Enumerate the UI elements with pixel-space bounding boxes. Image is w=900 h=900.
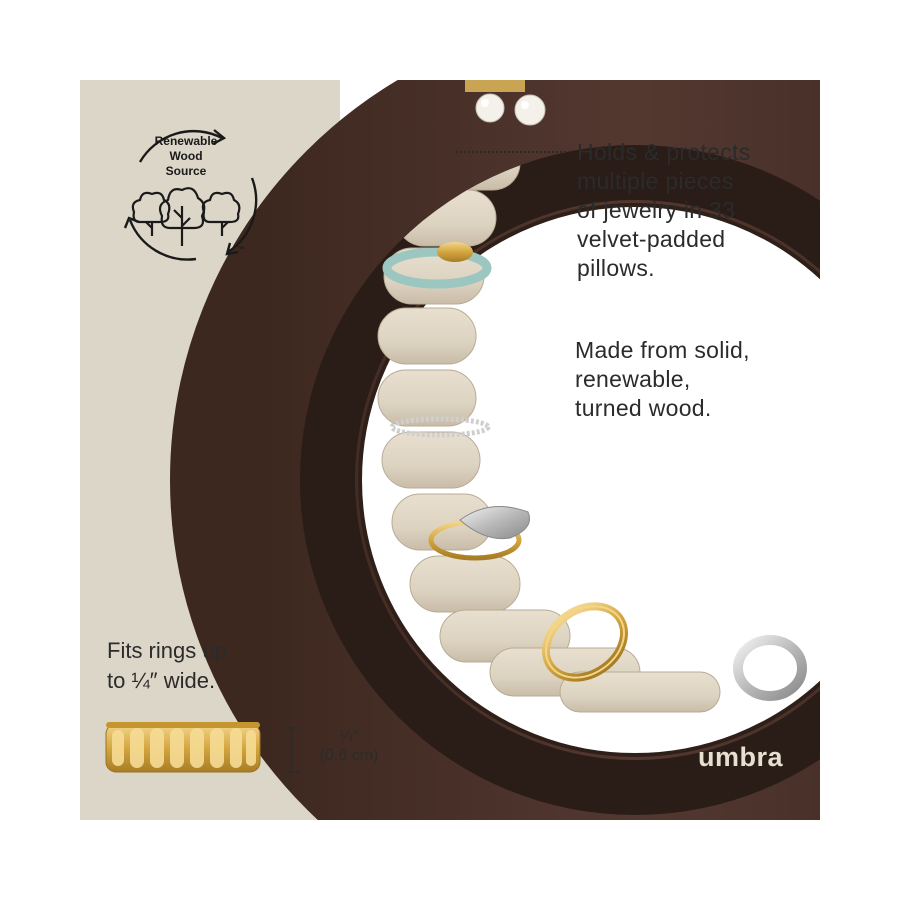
fits-rings-text: Fits rings up to ¼″ wide.: [107, 636, 227, 696]
gold-silver-ring: [428, 506, 530, 561]
dimension-bracket-icon: [284, 727, 300, 773]
gold-ring-icon: [105, 722, 261, 773]
ring-width-label: ¼″ (0.6 cm): [304, 727, 394, 765]
brand-logo: umbra: [698, 742, 784, 772]
holds-line-5: pillows.: [577, 255, 655, 281]
material-text: Made from solid, renewable, turned wood.: [575, 336, 750, 423]
badge-line-1: Renewable: [154, 134, 218, 148]
material-line-3: turned wood.: [575, 395, 712, 421]
dotted-leader-line: [456, 151, 566, 153]
material-line-1: Made from solid,: [575, 337, 750, 363]
velvet-pillows: [300, 145, 820, 815]
recycle-trees-icon: [123, 129, 258, 261]
badge-line-3: Source: [165, 164, 207, 178]
badge-label: Renewable Wood Source: [132, 134, 240, 179]
holds-line-3: of jewelry in 33: [577, 197, 736, 223]
trademark-symbol: ™: [237, 245, 245, 254]
silver-bead-ring: [389, 416, 491, 438]
fits-line-2: to ¼″ wide.: [107, 668, 216, 693]
material-line-2: renewable,: [575, 366, 691, 392]
fits-line-1: Fits rings up: [107, 638, 227, 663]
pearl-earrings: [465, 80, 546, 126]
gold-stack-ring: [542, 602, 628, 682]
wood-ring: [170, 80, 820, 820]
aqua-bead-ring: [382, 242, 492, 289]
holds-line-2: multiple pieces: [577, 168, 734, 194]
holds-jewelry-text: Holds & protects multiple pieces of jewe…: [577, 138, 751, 283]
badge-line-2: Wood: [169, 149, 203, 163]
jewelry-ring-holder-photo: [170, 80, 820, 820]
width-metric: (0.6 cm): [319, 747, 379, 764]
product-panel: Renewable Wood Source ™ Holds & protects…: [80, 80, 820, 820]
holds-line-4: velvet-padded: [577, 226, 726, 252]
silver-dome-ring: [733, 635, 807, 701]
holds-line-1: Holds & protects: [577, 139, 751, 165]
width-imperial: ¼″: [339, 728, 359, 745]
